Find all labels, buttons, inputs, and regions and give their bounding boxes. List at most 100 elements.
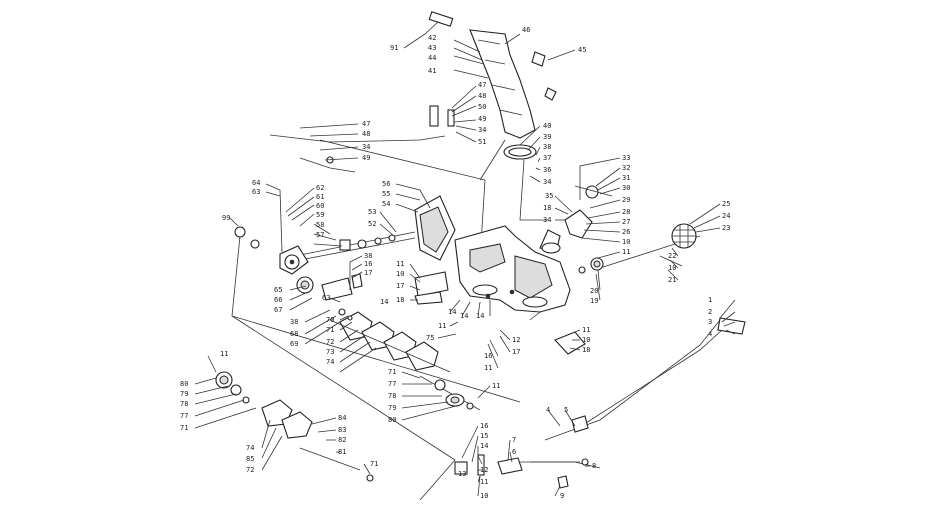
callout-label: 11 bbox=[220, 350, 228, 358]
callout-label: 11 bbox=[622, 248, 630, 256]
callout-label: 28 bbox=[622, 208, 630, 216]
callout-label: 18 bbox=[396, 296, 404, 304]
callout-label: 68 bbox=[290, 330, 298, 338]
callout-label: 78 bbox=[180, 400, 188, 408]
callout-label: 30 bbox=[622, 184, 630, 192]
callout-label: 71 bbox=[370, 460, 378, 468]
callout-label: 47 bbox=[478, 81, 486, 89]
callout-label: 10 bbox=[480, 492, 488, 500]
callout-label: 46 bbox=[522, 26, 530, 34]
callout-label: 10 bbox=[396, 270, 404, 278]
callout-label: 34 bbox=[543, 178, 551, 186]
callout-label: 11 bbox=[396, 260, 404, 268]
callout-label: 43 bbox=[428, 44, 436, 52]
auger-blades-right bbox=[419, 375, 481, 411]
callout-label: 65 bbox=[274, 286, 282, 294]
callout-numbers: 91 46 42 43 44 45 41 47 48 50 49 34 51 4… bbox=[180, 26, 730, 500]
callout-label: 60 bbox=[316, 202, 324, 210]
control-rod bbox=[574, 317, 746, 431]
callout-label: 63 bbox=[252, 188, 260, 196]
callout-label: 3 bbox=[708, 318, 712, 326]
callout-label: 11 bbox=[480, 478, 488, 486]
callout-label: 26 bbox=[622, 228, 630, 236]
callout-label: 10 bbox=[582, 336, 590, 344]
callout-label: 63 bbox=[322, 294, 330, 302]
callout-label: 52 bbox=[368, 220, 376, 228]
callout-label: 15 bbox=[480, 432, 488, 440]
callout-label: 91 bbox=[390, 44, 398, 52]
callout-label: 14 bbox=[380, 298, 388, 306]
callout-label: 58 bbox=[316, 221, 324, 229]
auger-housing bbox=[454, 225, 571, 313]
callout-label: 5 bbox=[564, 406, 568, 414]
callout-label: 10 bbox=[668, 264, 676, 272]
callout-label: 83 bbox=[338, 426, 346, 434]
callout-label: 21 bbox=[668, 276, 676, 284]
control-linkage-parts bbox=[454, 415, 589, 489]
callout-label: 77 bbox=[388, 380, 396, 388]
callout-label: 14 bbox=[448, 308, 456, 316]
callout-label: 17 bbox=[396, 282, 404, 290]
callout-label: 34 bbox=[478, 126, 486, 134]
auger-blades-left bbox=[329, 308, 451, 373]
callout-label: 71 bbox=[180, 424, 188, 432]
callout-label: 50 bbox=[478, 103, 486, 111]
callout-label: 7 bbox=[512, 436, 516, 444]
callout-label: 40 bbox=[543, 122, 551, 130]
callout-label: 25 bbox=[722, 200, 730, 208]
callout-label: 82 bbox=[338, 436, 346, 444]
callout-label: 81 bbox=[338, 448, 346, 456]
callout-label: 57 bbox=[316, 231, 324, 239]
right-drive-parts bbox=[414, 185, 613, 355]
callout-label: 77 bbox=[180, 412, 188, 420]
callout-label: 14 bbox=[460, 312, 468, 320]
callout-label: 59 bbox=[316, 211, 324, 219]
callout-label: 73 bbox=[326, 348, 334, 356]
callout-label: 79 bbox=[388, 404, 396, 412]
callout-label: 47 bbox=[362, 120, 370, 128]
callout-label: 41 bbox=[428, 67, 436, 75]
callout-label: 8 bbox=[592, 462, 596, 470]
callout-label: 10 bbox=[622, 238, 630, 246]
callout-label: 84 bbox=[338, 414, 346, 422]
callout-label: 14 bbox=[476, 312, 484, 320]
callout-label: 4 bbox=[708, 330, 712, 338]
callout-label: 32 bbox=[622, 164, 630, 172]
gearbox bbox=[234, 226, 363, 301]
callout-label: 31 bbox=[622, 174, 630, 182]
callout-label: 38 bbox=[290, 318, 298, 326]
callout-label: 85 bbox=[246, 455, 254, 463]
callout-label: 51 bbox=[478, 138, 486, 146]
callout-label: 17 bbox=[512, 348, 520, 356]
callout-label: 11 bbox=[484, 364, 492, 372]
callout-label: 72 bbox=[326, 338, 334, 346]
callout-label: 14 bbox=[480, 442, 488, 450]
callout-label: 34 bbox=[543, 216, 551, 224]
callout-label: 38 bbox=[364, 252, 372, 260]
callout-label: 19 bbox=[590, 297, 598, 305]
callout-label: 53 bbox=[368, 208, 376, 216]
callout-label: 35 bbox=[545, 192, 553, 200]
callout-label: 20 bbox=[590, 287, 598, 295]
leader-lines bbox=[194, 21, 736, 497]
callout-label: 27 bbox=[622, 218, 630, 226]
callout-label: 18 bbox=[543, 204, 551, 212]
callout-label: 16 bbox=[480, 422, 488, 430]
callout-label: 17 bbox=[364, 269, 372, 277]
callout-label: 72 bbox=[246, 466, 254, 474]
callout-label: 16 bbox=[484, 352, 492, 360]
crank-rod bbox=[269, 105, 455, 173]
callout-label: 71 bbox=[326, 326, 334, 334]
auger-end-lower-left bbox=[215, 371, 374, 482]
callout-label: 61 bbox=[316, 193, 324, 201]
callout-label: 33 bbox=[622, 154, 630, 162]
callout-label: 37 bbox=[543, 154, 551, 162]
callout-label: 39 bbox=[543, 133, 551, 141]
callout-label: 80 bbox=[388, 416, 396, 424]
callout-label: 79 bbox=[180, 390, 188, 398]
callout-label: 99 bbox=[222, 214, 230, 222]
callout-label: 18 bbox=[582, 346, 590, 354]
callout-label: 13 bbox=[458, 470, 466, 478]
callout-label: 67 bbox=[274, 306, 282, 314]
